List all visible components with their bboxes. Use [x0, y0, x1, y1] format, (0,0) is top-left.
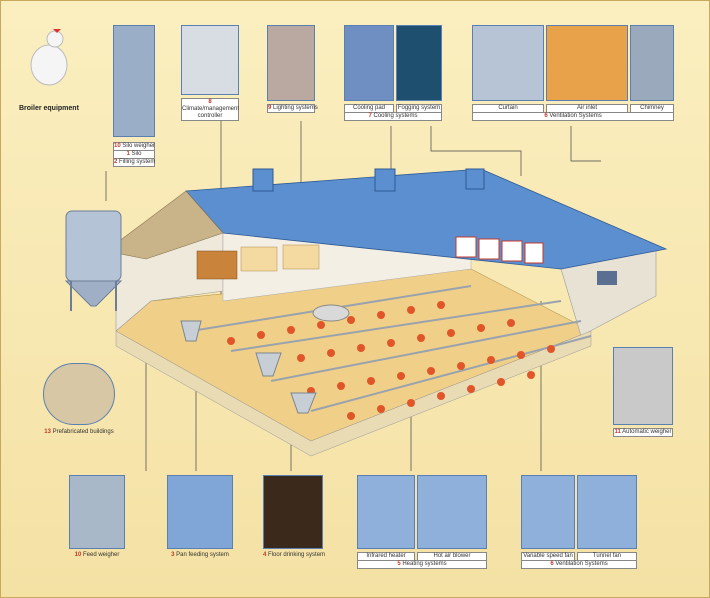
filling-system-label: 2 Filling system — [113, 158, 156, 167]
infrared-heater-image — [357, 475, 415, 549]
automatic-weigher-label: 11 Automatic weigher — [613, 428, 673, 437]
silo-image — [113, 25, 155, 137]
fogging-system-image — [396, 25, 442, 101]
chimney-image — [630, 25, 674, 101]
curtain-image — [472, 25, 544, 101]
feed-weigher-label: 10 Feed weigher — [74, 552, 120, 558]
cooling-systems-label: 7 Cooling systems — [344, 112, 442, 121]
tunnel-fan-image — [577, 475, 637, 549]
chicken-icon — [30, 29, 68, 86]
variable-speed-fan-image — [521, 475, 575, 549]
page-title: Broiler equipment — [19, 105, 79, 112]
cooling-pad-image — [344, 25, 394, 101]
climate-controller-label: 8 Climate/management controller — [181, 98, 240, 121]
feed-weigher-image — [69, 475, 125, 549]
pan-feeding-image — [167, 475, 233, 549]
ventilation-systems-bottom-label: 6 Ventilation Systems — [521, 560, 637, 569]
heating-systems-label: 5 Heating systems — [357, 560, 487, 569]
climate-controller-image — [181, 25, 239, 95]
floor-drinking-image — [263, 475, 323, 549]
prefabricated-building-image — [43, 363, 115, 425]
prefabricated-buildings-label: 13 Prefabricated buildings — [44, 429, 114, 435]
air-inlet-image — [546, 25, 628, 101]
lighting-systems-label: 9 Lighting systems — [267, 104, 318, 113]
pan-feeding-label: 3 Pan feeding system — [171, 552, 229, 558]
floor-drinking-label: 4 Floor drinking system — [263, 552, 326, 558]
hot-air-blower-image — [417, 475, 487, 549]
ventilation-systems-top-label: 6 Ventilation Systems — [472, 112, 674, 121]
broiler-chicken-image — [23, 23, 71, 93]
lighting-systems-image — [267, 25, 315, 101]
automatic-weigher-image — [613, 347, 673, 425]
